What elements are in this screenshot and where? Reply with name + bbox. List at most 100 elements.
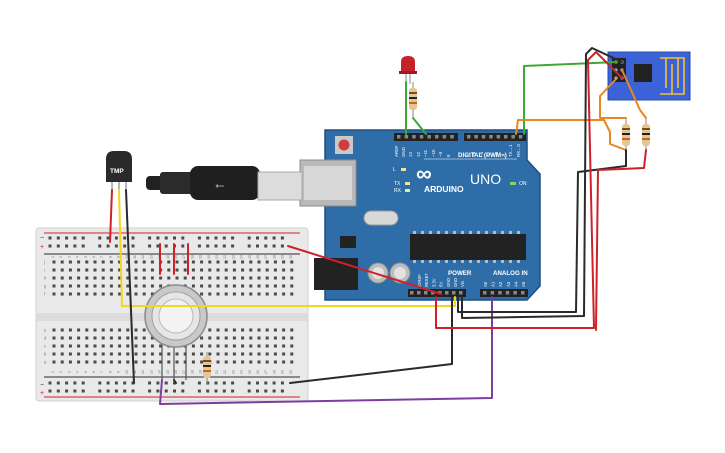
rail-hole[interactable] bbox=[65, 244, 69, 248]
breadboard-hole[interactable] bbox=[249, 260, 253, 264]
breadboard-hole[interactable] bbox=[134, 260, 138, 264]
rail-hole[interactable] bbox=[56, 381, 60, 385]
reset-button[interactable] bbox=[338, 139, 350, 151]
rail-hole[interactable] bbox=[131, 389, 135, 393]
wire-rail-to-5v[interactable] bbox=[287, 245, 442, 295]
breadboard-hole[interactable] bbox=[77, 352, 81, 356]
breadboard-hole[interactable] bbox=[282, 360, 286, 364]
breadboard-hole[interactable] bbox=[60, 336, 64, 340]
breadboard-hole[interactable] bbox=[93, 260, 97, 264]
breadboard-hole[interactable] bbox=[257, 292, 261, 296]
breadboard-hole[interactable] bbox=[68, 276, 72, 280]
breadboard-hole[interactable] bbox=[101, 292, 105, 296]
breadboard-hole[interactable] bbox=[290, 352, 294, 356]
rail-hole[interactable] bbox=[73, 389, 77, 393]
rail-hole[interactable] bbox=[214, 244, 218, 248]
breadboard-hole[interactable] bbox=[52, 336, 56, 340]
breadboard-hole[interactable] bbox=[200, 336, 204, 340]
breadboard-hole[interactable] bbox=[159, 352, 163, 356]
breadboard-hole[interactable] bbox=[241, 336, 245, 340]
breadboard-hole[interactable] bbox=[224, 284, 228, 288]
breadboard-hole[interactable] bbox=[232, 260, 236, 264]
breadboard-hole[interactable] bbox=[150, 260, 154, 264]
breadboard-hole[interactable] bbox=[118, 328, 122, 332]
rail-hole[interactable] bbox=[81, 381, 85, 385]
breadboard-hole[interactable] bbox=[290, 360, 294, 364]
rail-hole[interactable] bbox=[222, 244, 226, 248]
breadboard-hole[interactable] bbox=[265, 336, 269, 340]
wire-esp-tx-2[interactable] bbox=[515, 119, 627, 151]
breadboard-hole[interactable] bbox=[126, 268, 130, 272]
breadboard-hole[interactable] bbox=[77, 284, 81, 288]
rail-hole[interactable] bbox=[148, 389, 152, 393]
breadboard-hole[interactable] bbox=[150, 352, 154, 356]
breadboard-hole[interactable] bbox=[208, 336, 212, 340]
rail-hole[interactable] bbox=[197, 381, 201, 385]
rail-hole[interactable] bbox=[264, 389, 268, 393]
breadboard-hole[interactable] bbox=[241, 276, 245, 280]
rail-hole[interactable] bbox=[114, 236, 118, 240]
breadboard-hole[interactable] bbox=[265, 260, 269, 264]
breadboard-hole[interactable] bbox=[150, 344, 154, 348]
breadboard-hole[interactable] bbox=[60, 292, 64, 296]
breadboard-hole[interactable] bbox=[200, 276, 204, 280]
rail-hole[interactable] bbox=[247, 236, 251, 240]
breadboard-hole[interactable] bbox=[216, 344, 220, 348]
rail-hole[interactable] bbox=[148, 381, 152, 385]
breadboard-hole[interactable] bbox=[52, 276, 56, 280]
rail-hole[interactable] bbox=[214, 389, 218, 393]
breadboard-hole[interactable] bbox=[273, 336, 277, 340]
breadboard-hole[interactable] bbox=[241, 260, 245, 264]
breadboard-hole[interactable] bbox=[134, 268, 138, 272]
wire-gas-gnd[interactable] bbox=[173, 379, 177, 384]
breadboard-hole[interactable] bbox=[191, 260, 195, 264]
breadboard-hole[interactable] bbox=[109, 328, 113, 332]
breadboard-hole[interactable] bbox=[142, 292, 146, 296]
breadboard-hole[interactable] bbox=[273, 276, 277, 280]
breadboard-hole[interactable] bbox=[60, 344, 64, 348]
breadboard-hole[interactable] bbox=[93, 268, 97, 272]
rail-hole[interactable] bbox=[148, 236, 152, 240]
breadboard-hole[interactable] bbox=[142, 344, 146, 348]
rail-hole[interactable] bbox=[123, 389, 127, 393]
red-led[interactable] bbox=[399, 56, 417, 84]
rail-hole[interactable] bbox=[48, 244, 52, 248]
rail-hole[interactable] bbox=[256, 381, 259, 385]
breadboard-hole[interactable] bbox=[183, 352, 187, 356]
breadboard-hole[interactable] bbox=[183, 276, 187, 280]
breadboard-hole[interactable] bbox=[126, 336, 130, 340]
breadboard-hole[interactable] bbox=[167, 276, 171, 280]
breadboard-hole[interactable] bbox=[208, 268, 212, 272]
breadboard-hole[interactable] bbox=[265, 328, 269, 332]
wire-tmp-vcc[interactable] bbox=[109, 189, 113, 243]
rail-hole[interactable] bbox=[73, 244, 77, 248]
breadboard-hole[interactable] bbox=[142, 328, 146, 332]
breadboard-hole[interactable] bbox=[224, 328, 228, 332]
breadboard-hole[interactable] bbox=[257, 360, 261, 364]
rail-hole[interactable] bbox=[48, 381, 52, 385]
breadboard-hole[interactable] bbox=[134, 360, 138, 364]
breadboard-hole[interactable] bbox=[85, 344, 89, 348]
rail-hole[interactable] bbox=[181, 381, 185, 385]
esp8266-wifi-module[interactable] bbox=[607, 51, 691, 101]
breadboard-hole[interactable] bbox=[282, 328, 286, 332]
breadboard-hole[interactable] bbox=[249, 276, 253, 280]
breadboard-hole[interactable] bbox=[85, 284, 89, 288]
rail-hole[interactable] bbox=[173, 381, 176, 385]
rail-hole[interactable] bbox=[264, 236, 268, 240]
rail-hole[interactable] bbox=[231, 381, 235, 385]
breadboard-hole[interactable] bbox=[241, 328, 245, 332]
breadboard-hole[interactable] bbox=[159, 360, 163, 364]
breadboard-hole[interactable] bbox=[241, 352, 245, 356]
rail-hole[interactable] bbox=[247, 244, 251, 248]
breadboard-hole[interactable] bbox=[93, 276, 97, 280]
breadboard-hole[interactable] bbox=[159, 344, 163, 348]
breadboard-hole[interactable] bbox=[191, 276, 195, 280]
breadboard-hole[interactable] bbox=[175, 276, 179, 280]
breadboard-hole[interactable] bbox=[290, 336, 294, 340]
wire-led-pin12[interactable] bbox=[412, 117, 427, 135]
rail-hole[interactable] bbox=[231, 244, 235, 248]
breadboard-hole[interactable] bbox=[232, 276, 236, 280]
breadboard-hole[interactable] bbox=[60, 328, 64, 332]
